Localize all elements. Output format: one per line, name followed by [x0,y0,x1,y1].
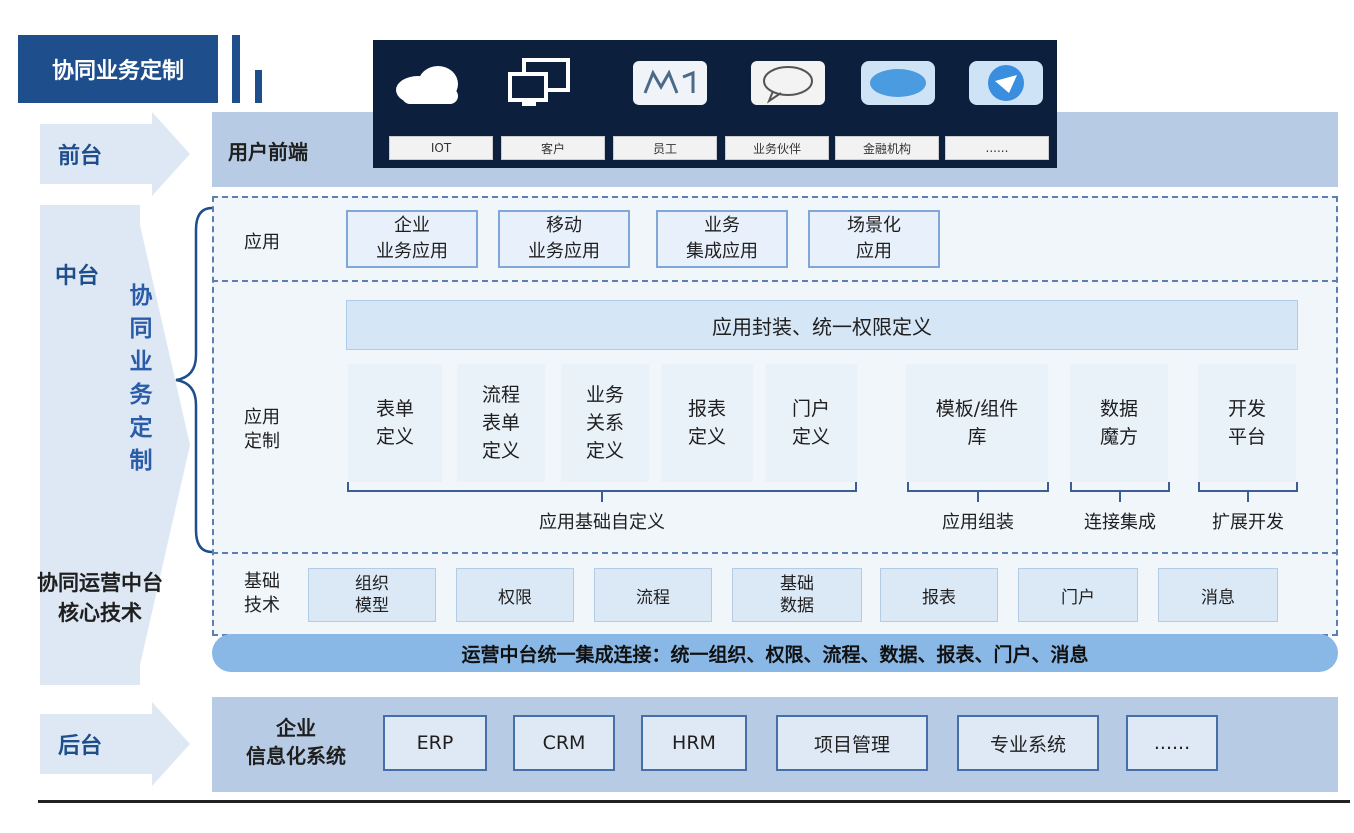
card-flow-form: 流程表单定义 [457,364,545,482]
middle-label: 中台 [55,264,100,289]
group-label-extend: 扩展开发 [1212,512,1284,533]
bracket-extend [1198,482,1298,492]
card-data-cube: 数据魔方 [1070,364,1168,482]
system-hrm: HRM [641,715,747,771]
system-erp: ERP [383,715,487,771]
monitor-icon [497,54,579,112]
curly-brace-icon [175,206,213,554]
basic-org-model: 组织模型 [308,568,436,622]
device-label-finance: 金融机构 [835,136,939,160]
system-project: 项目管理 [776,715,928,771]
bracket-tick [601,492,603,502]
front-label: 前台 [57,144,102,169]
bracket-assembly [907,482,1049,492]
device-label-partner: 业务伙伴 [725,136,829,160]
title-accent-bar-short [255,70,262,103]
basic-flow: 流程 [594,568,712,622]
core-label: 协同运营中台 核心技术 [37,571,163,625]
middle-arrow-icon [40,205,190,685]
app-scenario: 场景化应用 [808,210,940,268]
chat-icon [747,54,829,112]
divider-custom [212,552,1338,554]
group-label-connect: 连接集成 [1084,512,1156,533]
bracket-tick [1247,492,1249,502]
basic-base-data: 基础数据 [732,568,862,622]
card-template: 模板/组件库 [906,364,1048,482]
app-mobile: 移动业务应用 [498,210,630,268]
integration-bar: 运营中台统一集成连接：统一组织、权限、流程、数据、报表、门户、消息 [212,634,1338,672]
share-icon [965,54,1047,112]
basic-label: 基础技术 [244,571,280,616]
device-label-more: ...... [945,136,1049,160]
basic-report: 报表 [880,568,998,622]
card-portal: 门户定义 [765,364,857,482]
group-label-basic-custom: 应用基础自定义 [539,512,665,533]
front-band-label: 用户前端 [228,140,308,164]
bracket-basic-custom [347,482,857,492]
message-icon [857,54,939,112]
custom-banner: 应用封装、统一权限定义 [346,300,1298,350]
custom-label: 应用定制 [244,407,280,452]
device-label-iot: IOT [389,136,493,160]
device-panel: IOT 客户 员工 业务伙伴 金融机构 ...... [373,40,1057,168]
apps-label: 应用 [244,232,280,253]
basic-portal: 门户 [1018,568,1138,622]
basic-message: 消息 [1158,568,1278,622]
system-more: ...... [1126,715,1218,771]
cloud-icon [387,54,469,112]
back-arrow-icon [40,702,190,786]
bracket-tick [1119,492,1121,502]
back-label: 后台 [57,734,102,759]
bottom-rule [38,800,1350,803]
basic-permission: 权限 [456,568,574,622]
back-band-label: 企业信息化系统 [246,716,346,768]
vertical-label: 协 同 业 务 定 制 [129,283,153,474]
system-crm: CRM [513,715,615,771]
app-integration: 业务集成应用 [656,210,788,268]
group-label-assembly: 应用组装 [942,512,1014,533]
device-label-customer: 客户 [501,136,605,160]
device-label-employee: 员工 [613,136,717,160]
card-form: 表单定义 [348,364,442,482]
mail-icon [629,54,711,112]
bracket-connect [1070,482,1170,492]
page-title: 协同业务定制 [18,35,218,103]
card-report: 报表定义 [661,364,753,482]
card-dev-platform: 开发平台 [1198,364,1296,482]
title-accent-bar [232,35,240,103]
divider-apps [212,280,1338,282]
front-arrow-icon [40,112,190,196]
app-enterprise: 企业业务应用 [346,210,478,268]
card-relation: 业务关系定义 [561,364,649,482]
bracket-tick [977,492,979,502]
system-professional: 专业系统 [957,715,1099,771]
